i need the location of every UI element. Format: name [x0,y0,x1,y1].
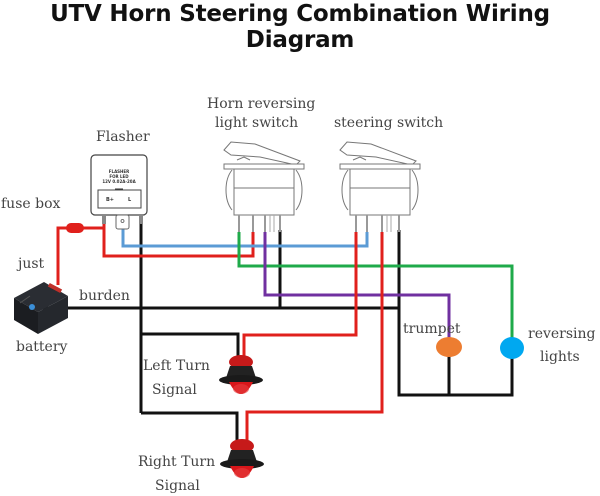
label-horn-switch-1: Horn reversing [207,96,315,112]
label-steering-switch: steering switch [334,115,443,131]
wire-green-reversing [237,232,514,340]
fuse [66,223,84,233]
wire-black-right-signal [141,411,239,440]
battery [14,282,68,334]
wire-black-left-signal [141,332,240,356]
label-reversing-2: lights [540,349,580,365]
horn-reversing-switch [223,141,305,232]
wire-blue-flasher-steering [121,222,369,248]
label-burden: burden [79,288,130,304]
flasher-text-2: FOR LED [109,174,129,179]
flasher-terminal-b: B+ [106,197,114,203]
wire-red-right-signal [245,232,384,440]
wire-red-flasher-horn [102,228,255,258]
flasher-unit: FLASHER FOR LED 12V 0.02A-20A B+ L [90,154,148,230]
label-fuse-box: fuse box [1,196,61,212]
label-trumpet: trumpet [403,321,461,337]
label-right-signal-2: Signal [155,478,200,494]
diagram-title: UTV Horn Steering Combination Wiring Dia… [50,1,550,53]
trumpet-horn [436,337,462,357]
reversing-light [500,337,524,359]
wire-red-left-signal [242,232,358,356]
right-turn-signal-lamp [220,439,264,478]
label-horn-switch-2: light switch [215,115,298,131]
label-flasher: Flasher [96,129,150,145]
label-just: just [16,256,45,272]
label-left-signal-1: Left Turn [143,358,210,374]
label-left-signal-2: Signal [152,382,197,398]
label-reversing-1: reversing [528,326,596,342]
flasher-terminal-l: L [128,197,132,203]
steering-switch [339,141,421,232]
left-turn-signal-lamp [219,355,263,394]
label-battery: battery [16,339,68,355]
flasher-text-3: 12V 0.02A-20A [102,179,136,184]
label-right-signal-1: Right Turn [138,454,215,470]
wire-black-steering-return [397,230,514,397]
flasher-text-1: FLASHER [109,169,129,174]
